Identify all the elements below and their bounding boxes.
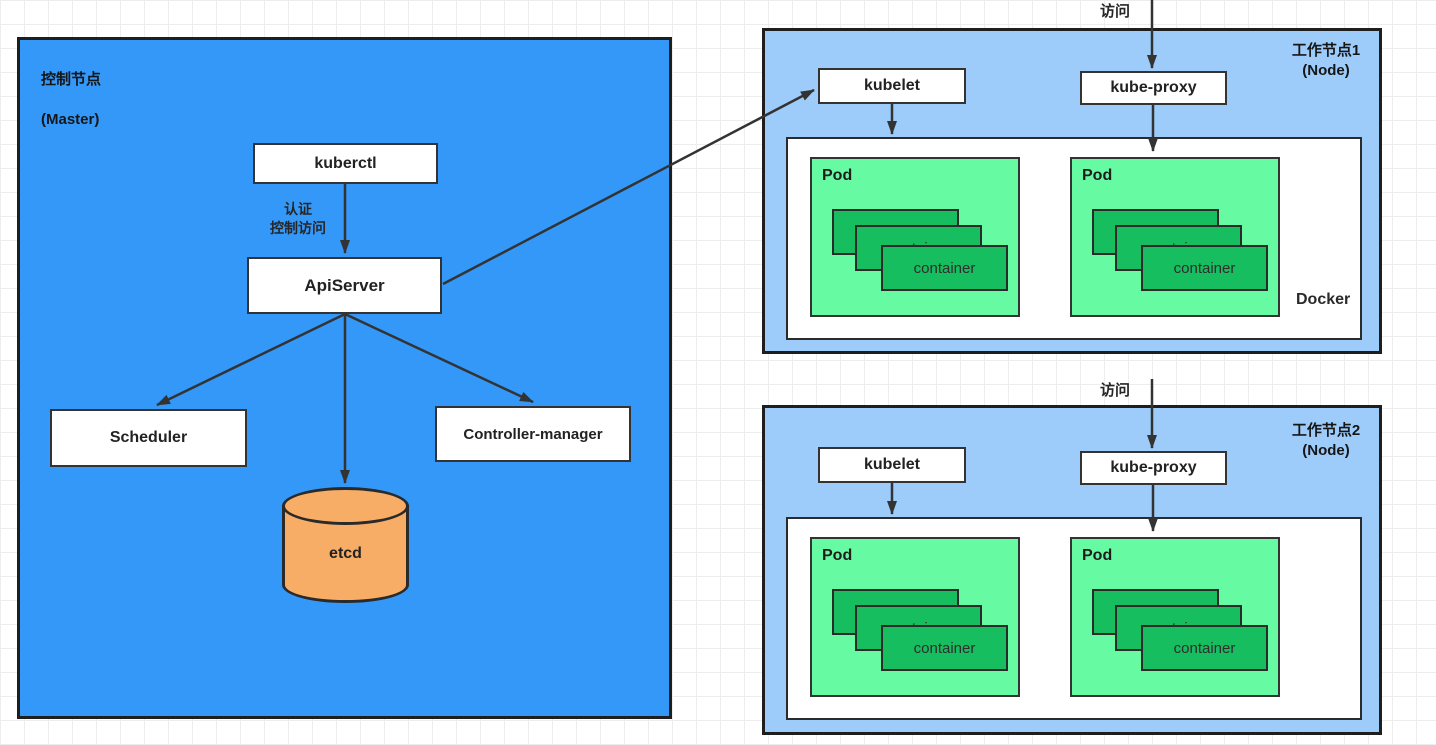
kuberctl-box: kuberctl	[253, 143, 438, 184]
node2-kubelet-label: kubelet	[863, 456, 920, 473]
container-box: container	[881, 245, 1008, 291]
auth-label-line1: 认证	[284, 201, 312, 217]
container-label: container	[1173, 259, 1236, 277]
node1-kubelet-label: kubelet	[863, 77, 920, 94]
pod-label: Pod	[822, 167, 853, 184]
auth-label-line2: 控制访问	[270, 220, 326, 236]
container-box: container	[881, 625, 1008, 671]
container-label: container	[1173, 639, 1236, 657]
container-label: container	[913, 639, 976, 657]
auth-access-label: 认证 控制访问	[261, 200, 335, 238]
node2-kubelet-box: kubelet	[818, 447, 966, 483]
node1-docker-label: Docker	[1296, 291, 1351, 308]
master-title: 控制节点 (Master)	[41, 50, 101, 150]
node2-title: 工作节点2 (Node)	[1261, 421, 1391, 461]
pod-label: Pod	[822, 547, 853, 564]
etcd-label: etcd	[329, 545, 362, 562]
pod-label: Pod	[1082, 547, 1113, 564]
node2-kube-proxy-box: kube-proxy	[1080, 451, 1227, 485]
node1-title: 工作节点1 (Node)	[1261, 41, 1391, 81]
master-title-line1: 控制节点	[41, 71, 102, 88]
master-title-line2: (Master)	[41, 111, 100, 128]
kuberctl-label: kuberctl	[314, 154, 377, 172]
apiserver-label: ApiServer	[304, 275, 385, 295]
node2-pod1: Pod container container container	[810, 537, 1020, 697]
controller-manager-box: Controller-manager	[435, 406, 631, 462]
etcd-cylinder: etcd	[282, 487, 409, 603]
apiserver-box: ApiServer	[247, 257, 442, 314]
node1-pod2: Pod container container container	[1070, 157, 1280, 317]
container-box: container	[1141, 625, 1268, 671]
node1-title-line1: 工作节点1	[1291, 42, 1361, 59]
controller-manager-label: Controller-manager	[463, 425, 603, 443]
node1-pod1: Pod container container container	[810, 157, 1020, 317]
node2-title-line2: (Node)	[1302, 442, 1350, 459]
node2-visit-label: 访问	[1099, 382, 1130, 399]
master-node-box: 控制节点 (Master)	[17, 37, 672, 719]
node1-kube-proxy-box: kube-proxy	[1080, 71, 1227, 105]
scheduler-box: Scheduler	[50, 409, 247, 467]
node2-title-line1: 工作节点2	[1291, 422, 1361, 439]
node1-kube-proxy-label: kube-proxy	[1110, 79, 1197, 96]
node1-visit-label: 访问	[1099, 3, 1130, 20]
etcd-cylinder-top	[282, 487, 409, 525]
container-label: container	[913, 259, 976, 277]
container-box: container	[1141, 245, 1268, 291]
node2-pod2: Pod container container container	[1070, 537, 1280, 697]
node1-kubelet-box: kubelet	[818, 68, 966, 104]
pod-label: Pod	[1082, 167, 1113, 184]
node2-kube-proxy-label: kube-proxy	[1110, 459, 1197, 476]
scheduler-label: Scheduler	[109, 429, 188, 446]
node1-title-line2: (Node)	[1302, 62, 1350, 79]
